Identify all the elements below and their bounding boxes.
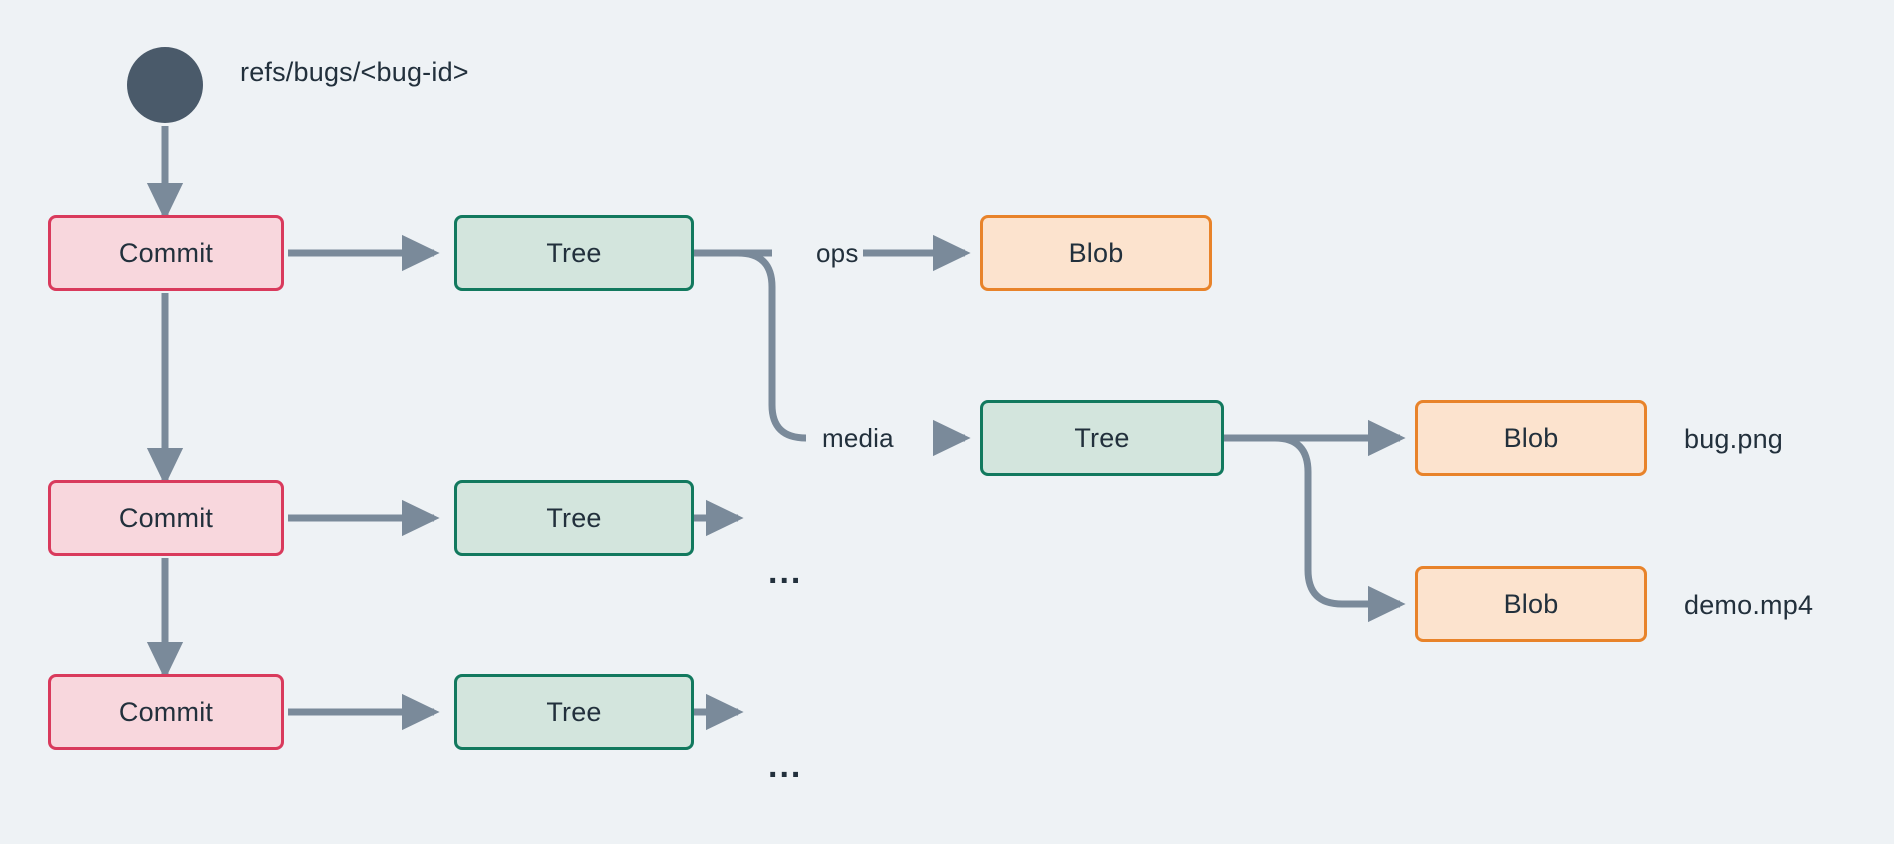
- node-commit-1[interactable]: Commit: [48, 215, 284, 291]
- node-tree-1-label: Tree: [546, 237, 602, 268]
- node-tree-3[interactable]: Tree: [454, 674, 694, 750]
- node-tree-media-label: Tree: [1074, 422, 1130, 453]
- node-blob-bug-png[interactable]: Blob: [1415, 400, 1647, 476]
- edge-treemedia-to-blob-demomp4: [1274, 434, 1406, 623]
- ellipsis-tree-3: ...: [768, 747, 803, 785]
- file-label-demo-mp4: demo.mp4: [1684, 590, 1814, 620]
- node-commit-2-label: Commit: [118, 502, 214, 533]
- node-tree-3-label: Tree: [546, 696, 602, 727]
- node-commit-2[interactable]: Commit: [48, 480, 284, 556]
- node-blob-ops[interactable]: Blob: [980, 215, 1212, 291]
- node-tree-2-label: Tree: [546, 502, 602, 533]
- node-commit-3[interactable]: Commit: [48, 674, 284, 750]
- edge-label-media: media: [818, 423, 898, 454]
- node-blob-bug-png-label: Blob: [1503, 422, 1559, 453]
- node-tree-media[interactable]: Tree: [980, 400, 1224, 476]
- node-tree-1[interactable]: Tree: [454, 215, 694, 291]
- node-commit-3-label: Commit: [118, 696, 214, 727]
- edge-tree1-to-media-branch: [737, 249, 807, 442]
- node-tree-2[interactable]: Tree: [454, 480, 694, 556]
- node-blob-ops-label: Blob: [1068, 237, 1124, 268]
- file-label-bug-png: bug.png: [1684, 424, 1783, 454]
- ref-label: refs/bugs/<bug-id>: [240, 57, 469, 87]
- edge-label-ops: ops: [812, 238, 863, 269]
- node-commit-1-label: Commit: [118, 237, 214, 268]
- node-blob-demo-mp4-label: Blob: [1503, 588, 1559, 619]
- ref-dot-icon: [127, 47, 203, 123]
- ellipsis-tree-2: ...: [768, 553, 803, 591]
- node-blob-demo-mp4[interactable]: Blob: [1415, 566, 1647, 642]
